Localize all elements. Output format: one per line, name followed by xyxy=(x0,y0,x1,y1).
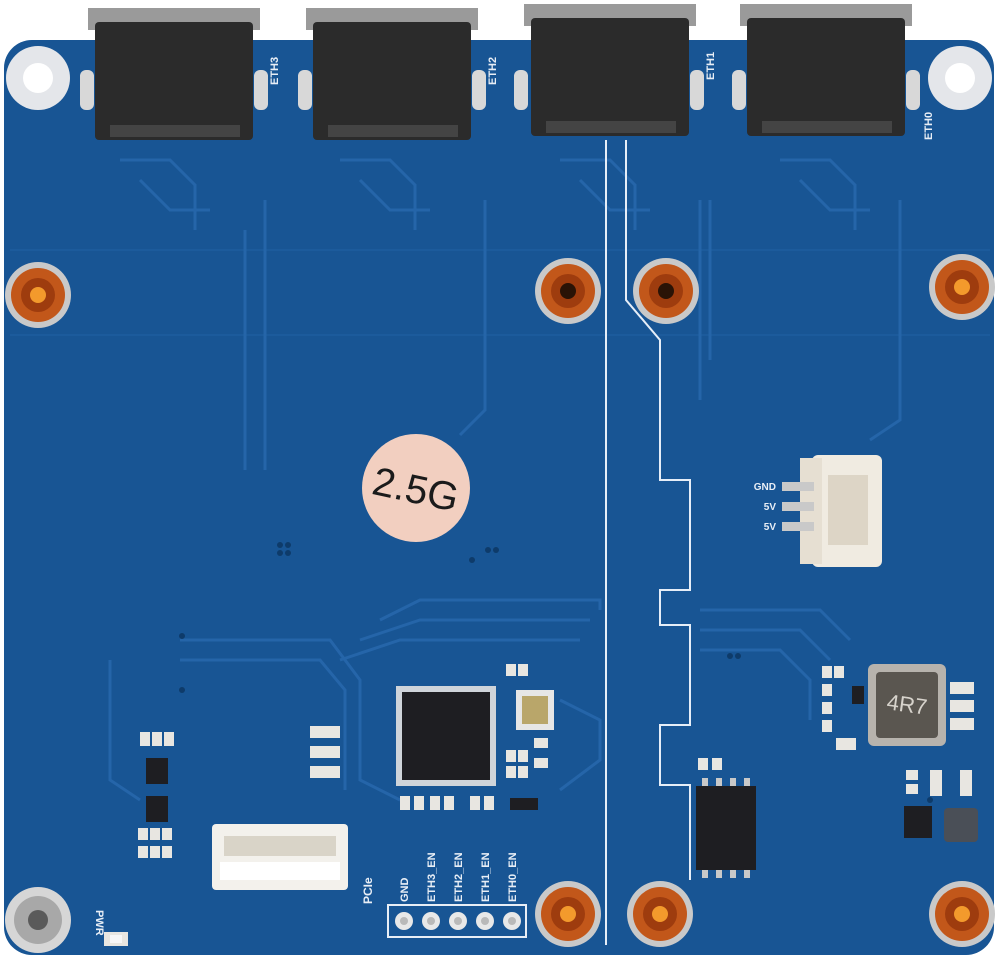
port-label-eth1: ETH1 xyxy=(705,52,717,80)
pcie-fpc-connector xyxy=(212,824,348,890)
regulator-chip xyxy=(944,808,978,842)
mounting-hole-bottom-left xyxy=(5,887,71,953)
jumper-pad-header xyxy=(387,904,527,938)
pcb-traces xyxy=(10,158,990,802)
jumper-label-eth1-en: ETH1_EN xyxy=(480,852,492,902)
fan-header xyxy=(782,455,882,567)
passive-components xyxy=(138,664,974,858)
standoff xyxy=(5,262,71,328)
power-inductor: 4R7 xyxy=(868,664,946,746)
port-label-eth3: ETH3 xyxy=(269,57,281,85)
standoff xyxy=(535,258,601,324)
pcie-label: PCIe xyxy=(361,877,375,904)
fan-pin-label-5v: 5V xyxy=(764,502,777,513)
standoff xyxy=(929,881,995,947)
port-label-eth0: ETH0 xyxy=(923,112,935,140)
speed-sticker: 2.5G xyxy=(362,434,470,542)
plane-split-outline xyxy=(625,140,691,880)
ethernet-port-eth0 xyxy=(732,4,920,136)
pcb-board xyxy=(4,40,994,955)
pwr-label: PWR xyxy=(93,910,105,936)
inductor-marking: 4R7 xyxy=(885,689,928,719)
standoff xyxy=(627,881,693,947)
mounting-hole-top-left xyxy=(6,46,70,110)
vias xyxy=(179,542,933,803)
power-led xyxy=(104,932,128,946)
jumper-label-eth2-en: ETH2_EN xyxy=(453,852,465,902)
standoff xyxy=(633,258,699,324)
ethernet-port-eth2 xyxy=(298,8,486,140)
standoff xyxy=(535,881,601,947)
pcb-shading xyxy=(4,40,994,955)
jumper-label-eth3-en: ETH3_EN xyxy=(426,852,438,902)
port-label-eth2: ETH2 xyxy=(487,57,499,85)
transistors xyxy=(146,686,932,838)
soic8-chip xyxy=(696,778,756,878)
ethernet-port-eth1 xyxy=(514,4,704,136)
mounting-hole-top-right xyxy=(928,46,992,110)
ethernet-port-eth3 xyxy=(80,8,268,140)
crystal-oscillator xyxy=(516,690,554,730)
jumper-label-gnd: GND xyxy=(399,878,411,903)
standoff xyxy=(929,254,995,320)
fan-pin-label-gnd: GND xyxy=(754,482,776,493)
fan-pin-label-5v: 5V xyxy=(764,522,777,533)
jumper-label-eth0-en: ETH0_EN xyxy=(507,852,519,902)
ethernet-controller-chip xyxy=(396,686,496,786)
